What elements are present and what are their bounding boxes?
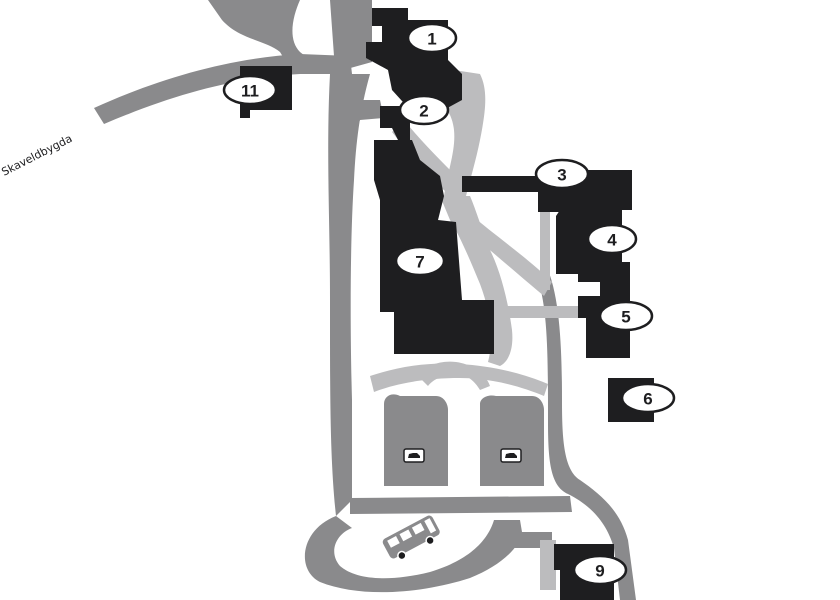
bus-icon-body [380,513,442,561]
label-4-circle [586,223,638,255]
label-5: 5 [598,300,654,332]
label-3-circle [534,158,590,190]
label-2: 2 [398,94,450,126]
label-2-circle [398,94,450,126]
road-parking-bottom [350,496,572,514]
label-11-circle [222,74,278,106]
bus-icon-window [387,536,400,548]
path-vertical-left-of-4 [540,210,550,290]
road-upper-branch [330,100,384,140]
car-icon-body [505,453,517,458]
path-diagonal-right [464,214,552,296]
label-11: 11 [222,74,278,106]
street-label-skaveldbygda: Skaveldbygda [0,132,74,179]
bus-icon-window [399,529,413,542]
road-main-vertical [328,74,370,516]
car-icon-body [408,453,420,458]
label-5-circle [598,300,654,332]
car-icon [403,448,425,463]
building-7 [374,140,494,354]
label-9: 9 [572,554,628,586]
label-9-circle [572,554,628,586]
label-7-circle [394,245,446,277]
bus-icon-windshield [424,518,437,534]
building-3 [462,170,632,212]
label-6-circle [620,382,676,414]
path-central [440,196,513,366]
label-4: 4 [586,223,638,255]
bus-icon-window [411,522,425,535]
label-2-text: 2 [419,102,428,121]
label-11-text: 11 [241,82,259,101]
parking-lot-left [384,394,448,486]
path-arc [418,361,490,390]
path-horizontal-middle [498,306,582,318]
road-network [94,0,636,600]
label-3: 3 [534,158,590,190]
car-icon [500,448,522,463]
bus-icon-wheel [425,535,435,546]
label-6-text: 6 [643,390,652,409]
label-7-text: 7 [415,253,424,272]
bus-icon [380,513,442,561]
road-right-vertical [538,270,636,600]
road-top-left-area [208,0,372,74]
label-1-text: 1 [427,30,436,49]
label-1-circle [406,22,458,54]
label-3-text: 3 [557,166,566,185]
label-9-text: 9 [595,562,604,581]
path-lower-connector [370,363,548,396]
label-6: 6 [620,382,676,414]
label-1: 1 [406,22,458,54]
label-4-text: 4 [607,231,617,250]
path-bottom-right [540,540,556,590]
label-5-text: 5 [621,308,630,327]
road-bottom-loop [304,516,522,593]
label-7: 7 [394,245,446,277]
parking-lot-right [480,395,544,486]
bus-icon-wheel [397,550,407,561]
building-4 [556,210,630,300]
